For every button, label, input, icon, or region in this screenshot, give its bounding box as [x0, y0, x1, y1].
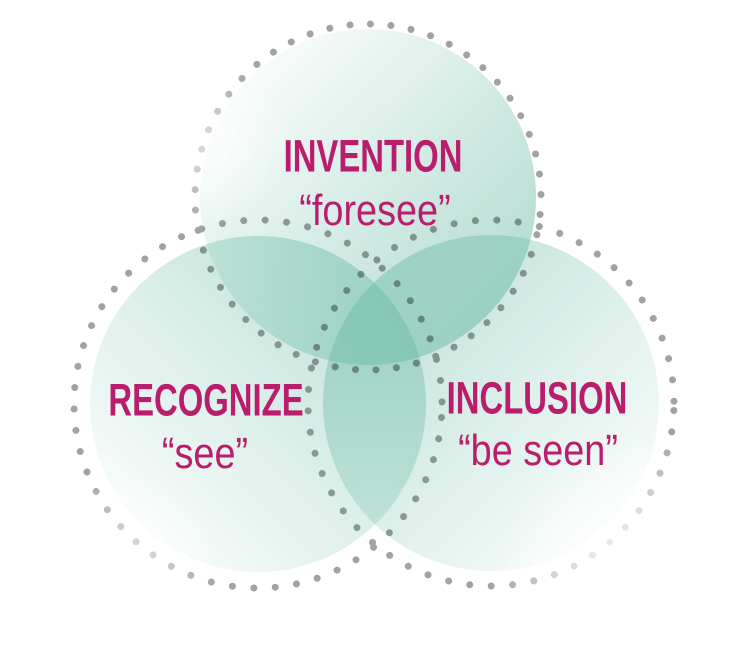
- inclusion-quote: “be seen”: [445, 429, 631, 473]
- inclusion-label: INCLUSION: [413, 376, 661, 421]
- recognize-label: RECOGNIZE: [72, 378, 340, 423]
- invention-quote: “foresee”: [287, 189, 463, 233]
- recognize-label-text: RECOGNIZE: [108, 374, 304, 426]
- invention-label: INVENTION: [250, 134, 495, 179]
- inclusion-label-text: INCLUSION: [446, 372, 628, 424]
- recognize-quote: “see”: [155, 432, 255, 476]
- invention-quote-text: “foresee”: [299, 186, 451, 235]
- inclusion-quote-text: “be seen”: [458, 426, 618, 475]
- recognize-quote-text: “see”: [161, 429, 249, 478]
- invention-label-text: INVENTION: [283, 130, 463, 182]
